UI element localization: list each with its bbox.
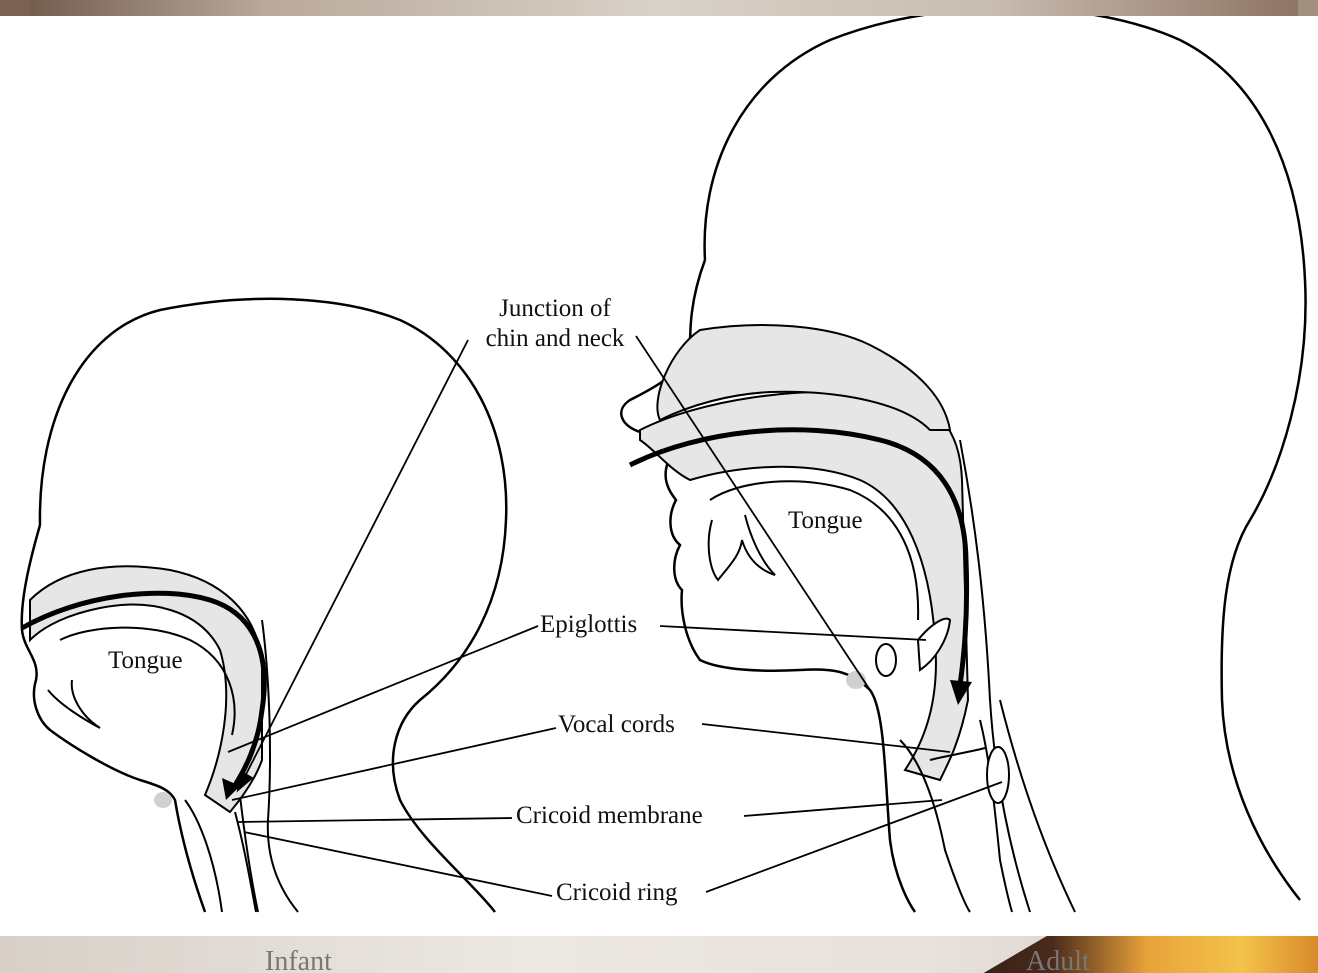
adult-neck-back xyxy=(960,440,1030,912)
epiglottis-label: Epiglottis xyxy=(540,611,637,638)
infant-tongue-label: Tongue xyxy=(108,647,183,674)
cricoid-membrane-leader-infant xyxy=(238,818,512,822)
cricoid-ring-leader-adult xyxy=(706,782,1002,892)
epiglottis-leader-adult xyxy=(660,626,926,640)
cricoid-ring-label: Cricoid ring xyxy=(556,879,678,906)
infant-neck-back xyxy=(262,620,298,912)
cricoid-membrane-leader-adult xyxy=(744,800,942,816)
cricoid-ring-leader-infant xyxy=(244,832,552,896)
diagram-panel: Junction of chin and neck Epiglottis Voc… xyxy=(0,16,1318,936)
epiglottis-leader-infant xyxy=(228,626,538,752)
junction-label-line2: chin and neck xyxy=(486,325,625,352)
junction-label-line1: Junction of xyxy=(499,295,611,322)
vocal-cords-label: Vocal cords xyxy=(558,711,675,738)
junction-leader-infant xyxy=(238,340,468,790)
adult-tongue-label: Tongue xyxy=(788,507,863,534)
vocal-cords-leader-infant xyxy=(232,728,556,800)
airway-diagram: Junction of chin and neck Epiglottis Voc… xyxy=(0,16,1318,936)
cricoid-membrane-label: Cricoid membrane xyxy=(516,802,703,829)
vocal-cords-leader-adult xyxy=(702,724,950,752)
